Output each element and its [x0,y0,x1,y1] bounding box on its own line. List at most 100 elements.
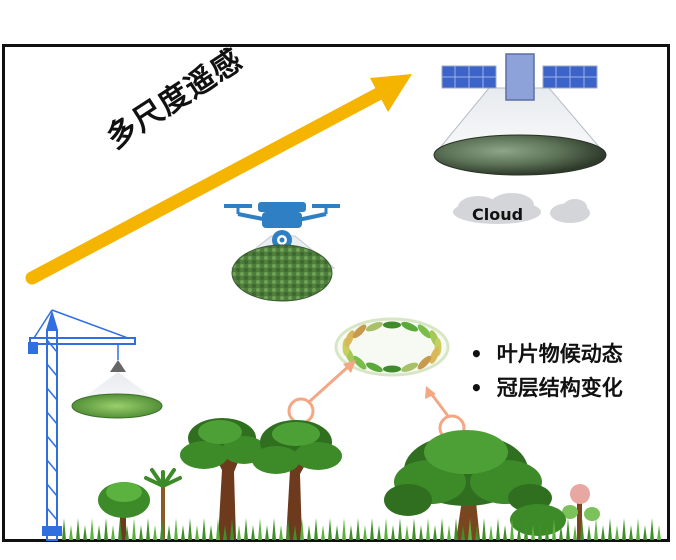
grass-blade [608,518,612,540]
tree-icon [562,484,600,540]
grass-blade [377,525,381,540]
grass-blade [391,525,395,540]
grass [62,518,661,540]
grass-blade [132,518,136,540]
grass-blade [174,518,178,540]
drone-imagery-ellipse [231,244,333,302]
grass-blade [510,518,514,540]
grass-blade [594,518,598,540]
grass-blade [335,525,339,540]
grass-blade [538,518,542,540]
grass-blade [265,525,269,540]
grass-blade [181,525,185,540]
grass-blade [62,518,66,540]
bullet-dot: • [470,376,483,400]
grass-blade [440,518,444,540]
grass-blade [657,525,661,540]
grass-blade [76,518,80,540]
grass-blade [475,525,479,540]
cloud-label: Cloud [472,205,524,224]
leaf-ring-icon [334,317,450,377]
grass-blade [118,518,122,540]
grass-blade [643,525,647,540]
grass-blade [482,518,486,540]
grass-blade [398,518,402,540]
grass-blade [629,525,633,540]
tree-icon [252,420,342,540]
grass-blade [286,518,290,540]
bullet-list: • 叶片物候动态 • 冠层结构变化 [470,337,623,405]
leaf [417,324,432,339]
annotation-pointer-left [287,360,356,425]
grass-blade [349,525,353,540]
grass-blade [517,525,521,540]
grass-blade [97,525,101,540]
grass-blade [531,525,535,540]
grass-blade [223,525,227,540]
grass-blade [328,518,332,540]
grass-blade [153,525,157,540]
leaf [352,324,367,339]
grass-blade [447,525,451,540]
leaf [352,355,367,370]
grass-blade [419,525,423,540]
leaf [383,321,401,329]
grass-blade [489,525,493,540]
leaf [401,321,418,332]
grass-blade [412,518,416,540]
grass-blade [237,525,241,540]
grass-blade [293,525,297,540]
cloud-small-icon [550,199,590,223]
grass-blade [139,525,143,540]
grass-blade [230,518,234,540]
grass-blade [90,518,94,540]
grass-blade [188,518,192,540]
leaf [365,322,383,332]
grass-blade [167,525,171,540]
grass-blade [552,518,556,540]
grass-blade [251,525,255,540]
grass-blade [363,525,367,540]
grass-blade [209,525,213,540]
grass-blade [650,518,654,540]
tree-icon [98,482,150,540]
grass-blade [559,525,563,540]
grass-blade [279,525,283,540]
grass-blade [601,525,605,540]
grass-blade [272,518,276,540]
grass-blade [468,518,472,540]
grass-blade [160,518,164,540]
grass-blade [370,518,374,540]
grass-blade [615,525,619,540]
grass-blade [314,518,318,540]
bullet-text: 叶片物候动态 [496,342,623,366]
grass-blade [573,525,577,540]
grass-blade [216,518,220,540]
grass-blade [83,525,87,540]
grass-blade [244,518,248,540]
bullet-dot: • [470,342,483,366]
grass-blade [307,525,311,540]
palm-icon [144,468,182,540]
grass-blade [454,518,458,540]
grass-blade [125,525,129,540]
grass-blade [622,518,626,540]
bullet-item: • 冠层结构变化 [470,371,623,405]
grass-blade [104,518,108,540]
grass-blade [69,525,73,540]
bush [510,504,566,536]
grass-blade [384,518,388,540]
grass-blade [356,518,360,540]
grass-blade [258,518,262,540]
grass-blade [461,525,465,540]
satellite-imagery-ellipse [433,134,607,176]
grass-blade [146,518,150,540]
grass-blade [636,518,640,540]
scale-arrow [25,74,412,285]
grass-blade [111,525,115,540]
grass-blade [524,518,528,540]
leaf [401,362,419,372]
leaf [366,362,383,373]
leaf [344,330,355,347]
